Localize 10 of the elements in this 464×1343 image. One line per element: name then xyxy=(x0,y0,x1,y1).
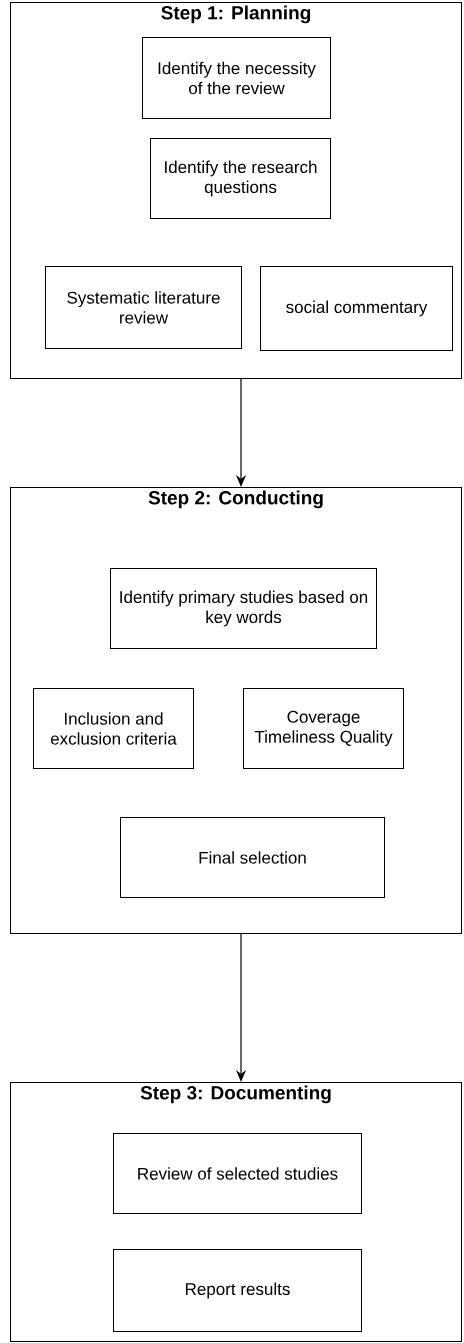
process-box: Systematic literature review xyxy=(45,266,242,349)
process-box: Final selection xyxy=(120,817,385,898)
process-box: Review of selected studies xyxy=(113,1133,362,1214)
process-box: social commentary xyxy=(260,266,453,351)
process-box: Coverage Timeliness Quality xyxy=(243,688,404,769)
process-box: Inclusion and exclusion criteria xyxy=(33,688,194,769)
process-box: Identify primary studies based on key words xyxy=(110,568,377,649)
process-box: Report results xyxy=(113,1249,362,1332)
process-box: Identify the research questions xyxy=(150,138,331,219)
process-box: Identify the necessity of the review xyxy=(142,37,331,119)
